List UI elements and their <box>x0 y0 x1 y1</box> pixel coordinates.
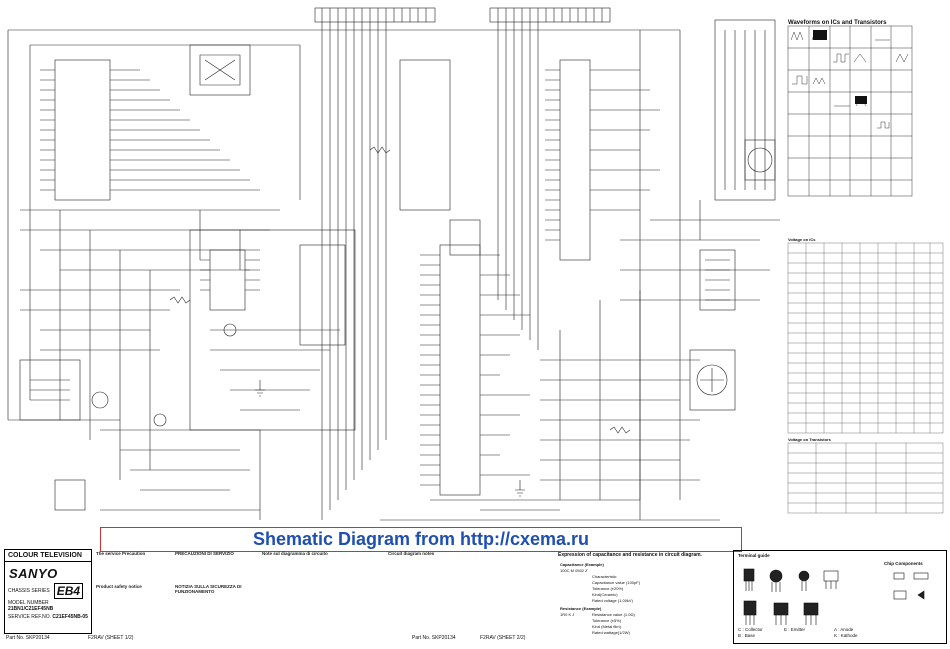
title-block: COLOUR TELEVISION SANYO CHASSIS SERIES E… <box>4 549 92 634</box>
note-heading: PRECAUZIONI DI SERVIZIO <box>175 551 234 556</box>
terminal-label: B : Base <box>738 633 756 638</box>
part-number-mid: Part No. SKP20134 <box>412 635 456 641</box>
note-heading: NOTIZIA SULLA SICUREZZA DI FUNZIONAMENTO <box>175 584 242 594</box>
service-row: SERVICE REF.NO. C21EF45NB-05 <box>5 613 91 621</box>
cap-heading: Capacitance (Example) <box>560 562 604 567</box>
source-banner[interactable]: Shematic Diagram from http://cxema.ru <box>100 527 742 552</box>
note-circuit-italian: Note sul diagramma di circuito <box>262 551 382 631</box>
cap-line: Rated voltage (1.00kV) <box>592 598 633 603</box>
schematic-diagram <box>7 7 944 521</box>
note-heading: The service Precaution <box>96 551 146 556</box>
cap-example: 100C M 0502 Z <box>560 568 588 573</box>
terminal-guide: Terminal guide Chip Components C : Colle… <box>733 550 947 644</box>
res-line: Rated wattage(1/2W) <box>592 630 630 635</box>
voltage-ics-title: Voltage on ICs <box>788 237 816 242</box>
cap-line: Tolerance (±20%) <box>592 586 624 591</box>
product-title: COLOUR TELEVISION <box>5 550 91 562</box>
waveforms-title: Waveforms on ICs and Transistors <box>788 20 887 26</box>
sheet-mid: F2RAV (SHEET 2/2) <box>480 635 526 641</box>
chassis-value: EB4 <box>53 583 84 599</box>
res-example: 1R0 K J <box>560 612 575 617</box>
model-label: MODEL NUMBER <box>8 600 49 606</box>
res-line: Tolerance (±5%) <box>592 618 622 623</box>
chassis-label: CHASSIS SERIES <box>8 588 50 594</box>
part-number-left: Part No. SKP20134 <box>6 635 50 641</box>
res-heading: Resistance (Example) <box>560 606 602 611</box>
cap-line: Kind(Ceramic) <box>592 592 618 597</box>
terminal-label: E : Emitter <box>784 627 806 632</box>
chip-components-title: Chip Components <box>884 561 923 566</box>
terminal-label: A : Anode <box>834 627 854 632</box>
brand-logo: SANYO <box>9 566 58 581</box>
model-value: 21BN1/C21EF45NB <box>8 606 54 612</box>
cap-line: Capacitance value (100pF) <box>592 580 641 585</box>
legend-title: Expression of capacitance and resistance… <box>558 552 702 558</box>
note-circuit-diagram: Circuit diagram notes <box>388 551 508 631</box>
note-heading: Note sul diagramma di circuito <box>262 551 328 556</box>
main-ic-left <box>54 59 111 201</box>
voltage-transistors-title: Voltage on Transistors <box>788 437 831 442</box>
terminal-label: K : Kathode <box>834 633 858 638</box>
terminal-guide-title: Terminal guide <box>738 553 770 558</box>
service-label: SERVICE REF.NO. <box>8 614 51 620</box>
model-row: MODEL NUMBER 21BN1/C21EF45NB <box>5 599 91 613</box>
res-line: Kind (Metal film) <box>592 624 621 629</box>
chassis-row: CHASSIS SERIES EB4 <box>5 583 91 599</box>
terminal-drawings <box>743 568 929 625</box>
service-value: C21EF45NB-05 <box>52 614 88 620</box>
cap-line: Characteristic <box>592 574 617 579</box>
note-precauzioni: PRECAUZIONI DI SERVIZIO NOTIZIA SULLA SI… <box>175 551 255 631</box>
note-service-precaution: The service Precaution Product safety no… <box>96 551 166 631</box>
terminal-label: C : Collector <box>738 627 763 632</box>
note-heading: Circuit diagram notes <box>388 551 435 556</box>
sheet-left: F2RAV (SHEET 1/2) <box>88 635 134 641</box>
banner-text: Shematic Diagram from http://cxema.ru <box>252 529 590 549</box>
res-line: Resistance value (1.0Ω) <box>592 612 635 617</box>
note-heading: Product safety notice <box>96 584 142 589</box>
